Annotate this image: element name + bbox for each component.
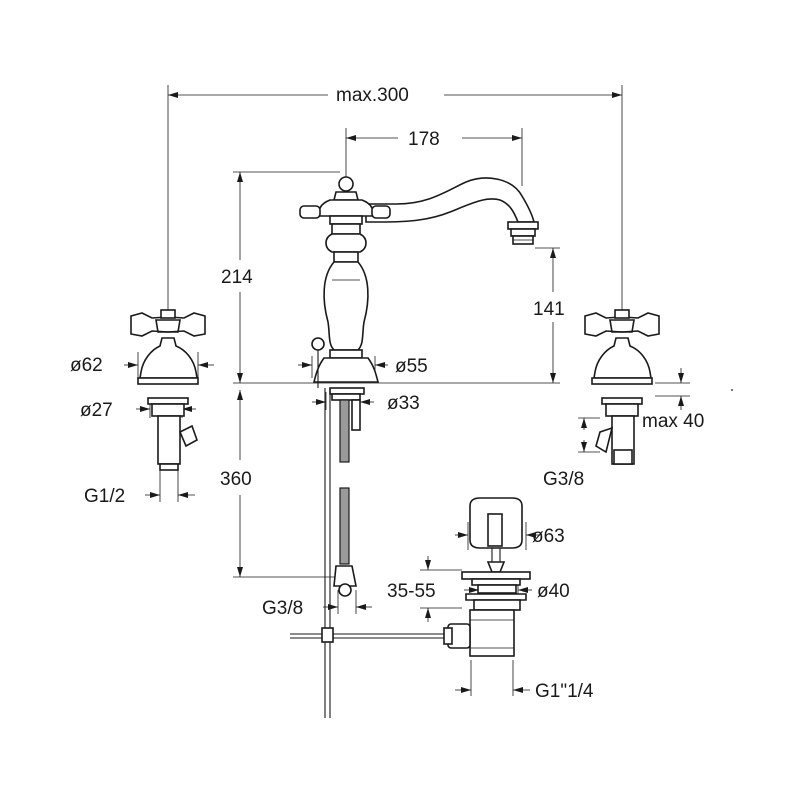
dimension-labels: max.300 178 214 141 ø62 ø27 G1/2 ø55 ø33… xyxy=(70,85,704,702)
outlet-height-label: 141 xyxy=(533,299,565,320)
waste-thread-label: G1"1/4 xyxy=(535,681,594,702)
spout-mixer-body xyxy=(290,176,539,718)
waste-flange-diameter-label: ø40 xyxy=(537,581,570,602)
hose-length-label: 360 xyxy=(220,469,252,490)
mixer-shank-diameter-label: ø33 xyxy=(387,393,420,414)
waste-adjust-range-label: 35-55 xyxy=(387,581,436,602)
spout-height-label: 214 xyxy=(221,267,253,288)
dimension-lines xyxy=(124,85,733,696)
hose-thread-label: G3/8 xyxy=(262,598,303,619)
handle-base-diameter-label: ø62 xyxy=(70,355,103,376)
mixer-base-diameter-label: ø55 xyxy=(395,356,428,377)
pop-up-waste xyxy=(443,497,531,657)
deck-thickness-label: max 40 xyxy=(642,411,704,432)
spout-reach-label: 178 xyxy=(408,129,440,150)
right-cross-handle-valve xyxy=(584,309,660,465)
handle-shank-diameter-label: ø27 xyxy=(80,400,113,421)
overall-width-label: max.300 xyxy=(336,85,409,106)
left-cross-handle-valve xyxy=(130,309,206,471)
right-inlet-thread-label: G3/8 xyxy=(543,469,584,490)
handle-thread-label: G1/2 xyxy=(84,486,125,507)
waste-knob-diameter-label: ø63 xyxy=(532,526,565,547)
